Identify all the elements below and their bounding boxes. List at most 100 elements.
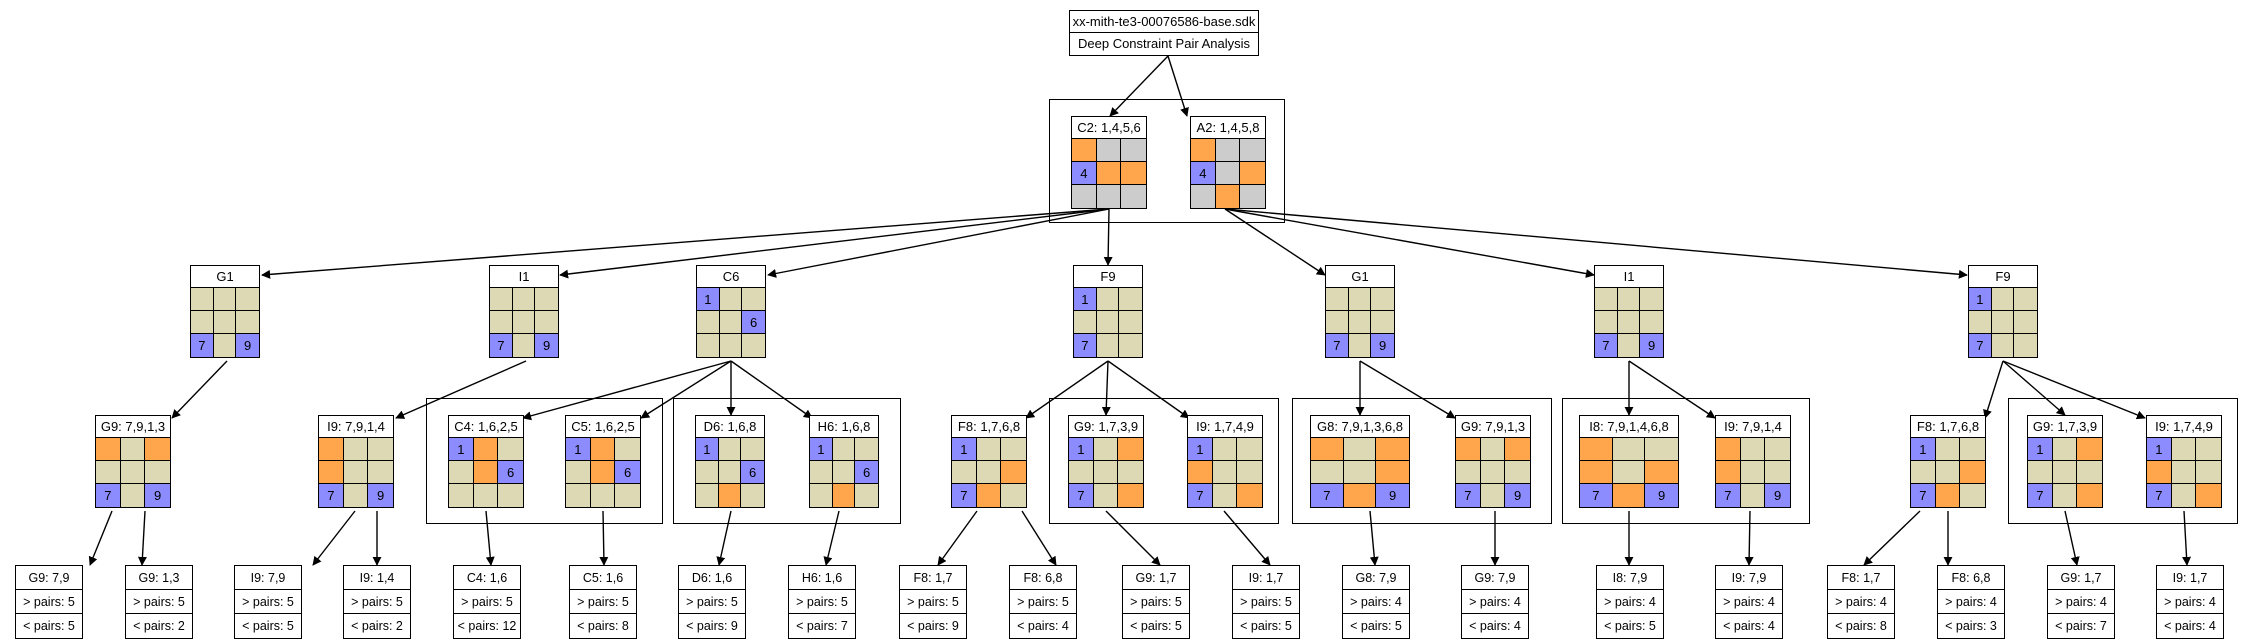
grid-cell: 7	[1326, 334, 1349, 357]
grid-cell	[1072, 185, 1097, 208]
grid-cell	[810, 484, 833, 507]
grid-cell	[2014, 311, 2037, 334]
leaf-title: G9: 1,7	[2048, 566, 2114, 590]
leaf-gt-pairs: > pairs: 5	[126, 590, 192, 614]
node-label: F8: 1,7,6,8	[1911, 416, 1985, 438]
grid-cell	[696, 484, 719, 507]
grid-cell	[1096, 334, 1120, 357]
grid-cell	[1991, 334, 2015, 357]
grid-cell	[1765, 438, 1790, 461]
leaf-gt-pairs: > pairs: 5	[16, 590, 82, 614]
grid-cell	[1343, 484, 1377, 507]
grid-cell	[1237, 438, 1262, 461]
grid-cell	[696, 461, 719, 484]
grid-cell	[1215, 139, 1241, 162]
grid-cell	[1612, 461, 1646, 484]
grid-cell: 9	[145, 484, 170, 507]
grid-cell	[2052, 461, 2078, 484]
grid-cell	[718, 438, 742, 461]
edge-arrow	[171, 360, 228, 419]
leaf-gt-pairs: > pairs: 4	[2157, 590, 2223, 614]
grid-cell	[1617, 311, 1641, 334]
grid-cell: 1	[449, 438, 474, 461]
leaf-gt-pairs: > pairs: 4	[2048, 590, 2114, 614]
grid-cell	[343, 484, 369, 507]
leaf-l6: C5: 1,6> pairs: 5< pairs: 8	[569, 565, 637, 639]
leaf-lt-pairs: < pairs: 4	[1723, 619, 1775, 633]
grid-cell	[535, 288, 558, 311]
grid-cell	[1121, 139, 1146, 162]
leaf-title: C5: 1,6	[570, 566, 636, 590]
grid-cell: 6	[741, 461, 764, 484]
leaf-lt-pairs: < pairs: 5	[1130, 619, 1182, 633]
grid-cell	[1935, 484, 1961, 507]
grid-cell	[490, 311, 513, 334]
cluster-f9b-children	[2008, 398, 2238, 524]
grid-cell	[1001, 484, 1026, 507]
grid-cell	[213, 334, 237, 357]
grid-cell	[719, 311, 743, 334]
grid-cell	[1505, 461, 1530, 484]
grid-cell	[1096, 311, 1120, 334]
leaf-l5: C4: 1,6> pairs: 5< pairs: 12	[453, 565, 521, 639]
leaf-l14: G9: 7,9> pairs: 4< pairs: 4	[1461, 565, 1529, 639]
grid-cell	[1093, 438, 1119, 461]
grid-cell	[191, 311, 214, 334]
leaf-title: I9: 1,7	[2157, 566, 2223, 590]
grid-cell: 1	[1188, 438, 1213, 461]
grid-cell	[1935, 438, 1961, 461]
grid-cell	[615, 438, 640, 461]
grid-cell	[1074, 311, 1097, 334]
leaf-lt-pairs: < pairs: 3	[1945, 619, 1997, 633]
cluster-i1b-children	[1562, 398, 1810, 524]
grid-cell: 9	[236, 334, 259, 357]
grid-cell: 6	[742, 311, 765, 334]
grid-cell: 1	[810, 438, 833, 461]
grid-cell	[2196, 484, 2221, 507]
node-label: G9: 1,7,3,9	[2028, 416, 2102, 438]
leaf-gt-pairs: > pairs: 5	[1233, 590, 1299, 614]
grid-cell	[1240, 139, 1265, 162]
leaf-title: I9: 7,9	[1716, 566, 1782, 590]
grid-cell	[855, 438, 878, 461]
grid-cell	[1716, 438, 1741, 461]
leaf-lt-pairs: < pairs: 9	[907, 619, 959, 633]
root-node: xx-mith-te3-00076586-base.sdk Deep Const…	[1069, 10, 1259, 56]
grid-cell	[1645, 438, 1678, 461]
leaf-gt-pairs: > pairs: 5	[454, 590, 520, 614]
grid-cell	[1595, 311, 1618, 334]
grid-cell	[1093, 484, 1119, 507]
node-label: F9	[1969, 266, 2037, 288]
leaf-l13: G8: 7,9> pairs: 4< pairs: 5	[1342, 565, 1410, 639]
grid-cell: 7	[1074, 334, 1097, 357]
edge-arrow	[312, 510, 356, 566]
leaf-title: F8: 6,8	[1010, 566, 1076, 590]
node-grid: 4	[1191, 139, 1265, 208]
leaf-l10: F8: 6,8> pairs: 5< pairs: 4	[1009, 565, 1077, 639]
grid-cell	[741, 438, 764, 461]
cluster-c6-children-2	[673, 398, 901, 524]
grid-cell	[2077, 461, 2102, 484]
node-label: I9: 7,9,1,4	[1716, 416, 1790, 438]
grid-cell	[2052, 484, 2078, 507]
leaf-title: I8: 7,9	[1597, 566, 1663, 590]
leaf-title: H6: 1,6	[789, 566, 855, 590]
grid-cell	[1212, 438, 1238, 461]
grid-cell	[1240, 185, 1265, 208]
leaf-l15: I8: 7,9> pairs: 4< pairs: 5	[1596, 565, 1664, 639]
grid-cell	[1072, 139, 1097, 162]
grid-cell: 1	[697, 288, 720, 311]
grid-cell: 7	[1911, 484, 1936, 507]
leaf-lt-pairs: < pairs: 2	[133, 619, 185, 633]
